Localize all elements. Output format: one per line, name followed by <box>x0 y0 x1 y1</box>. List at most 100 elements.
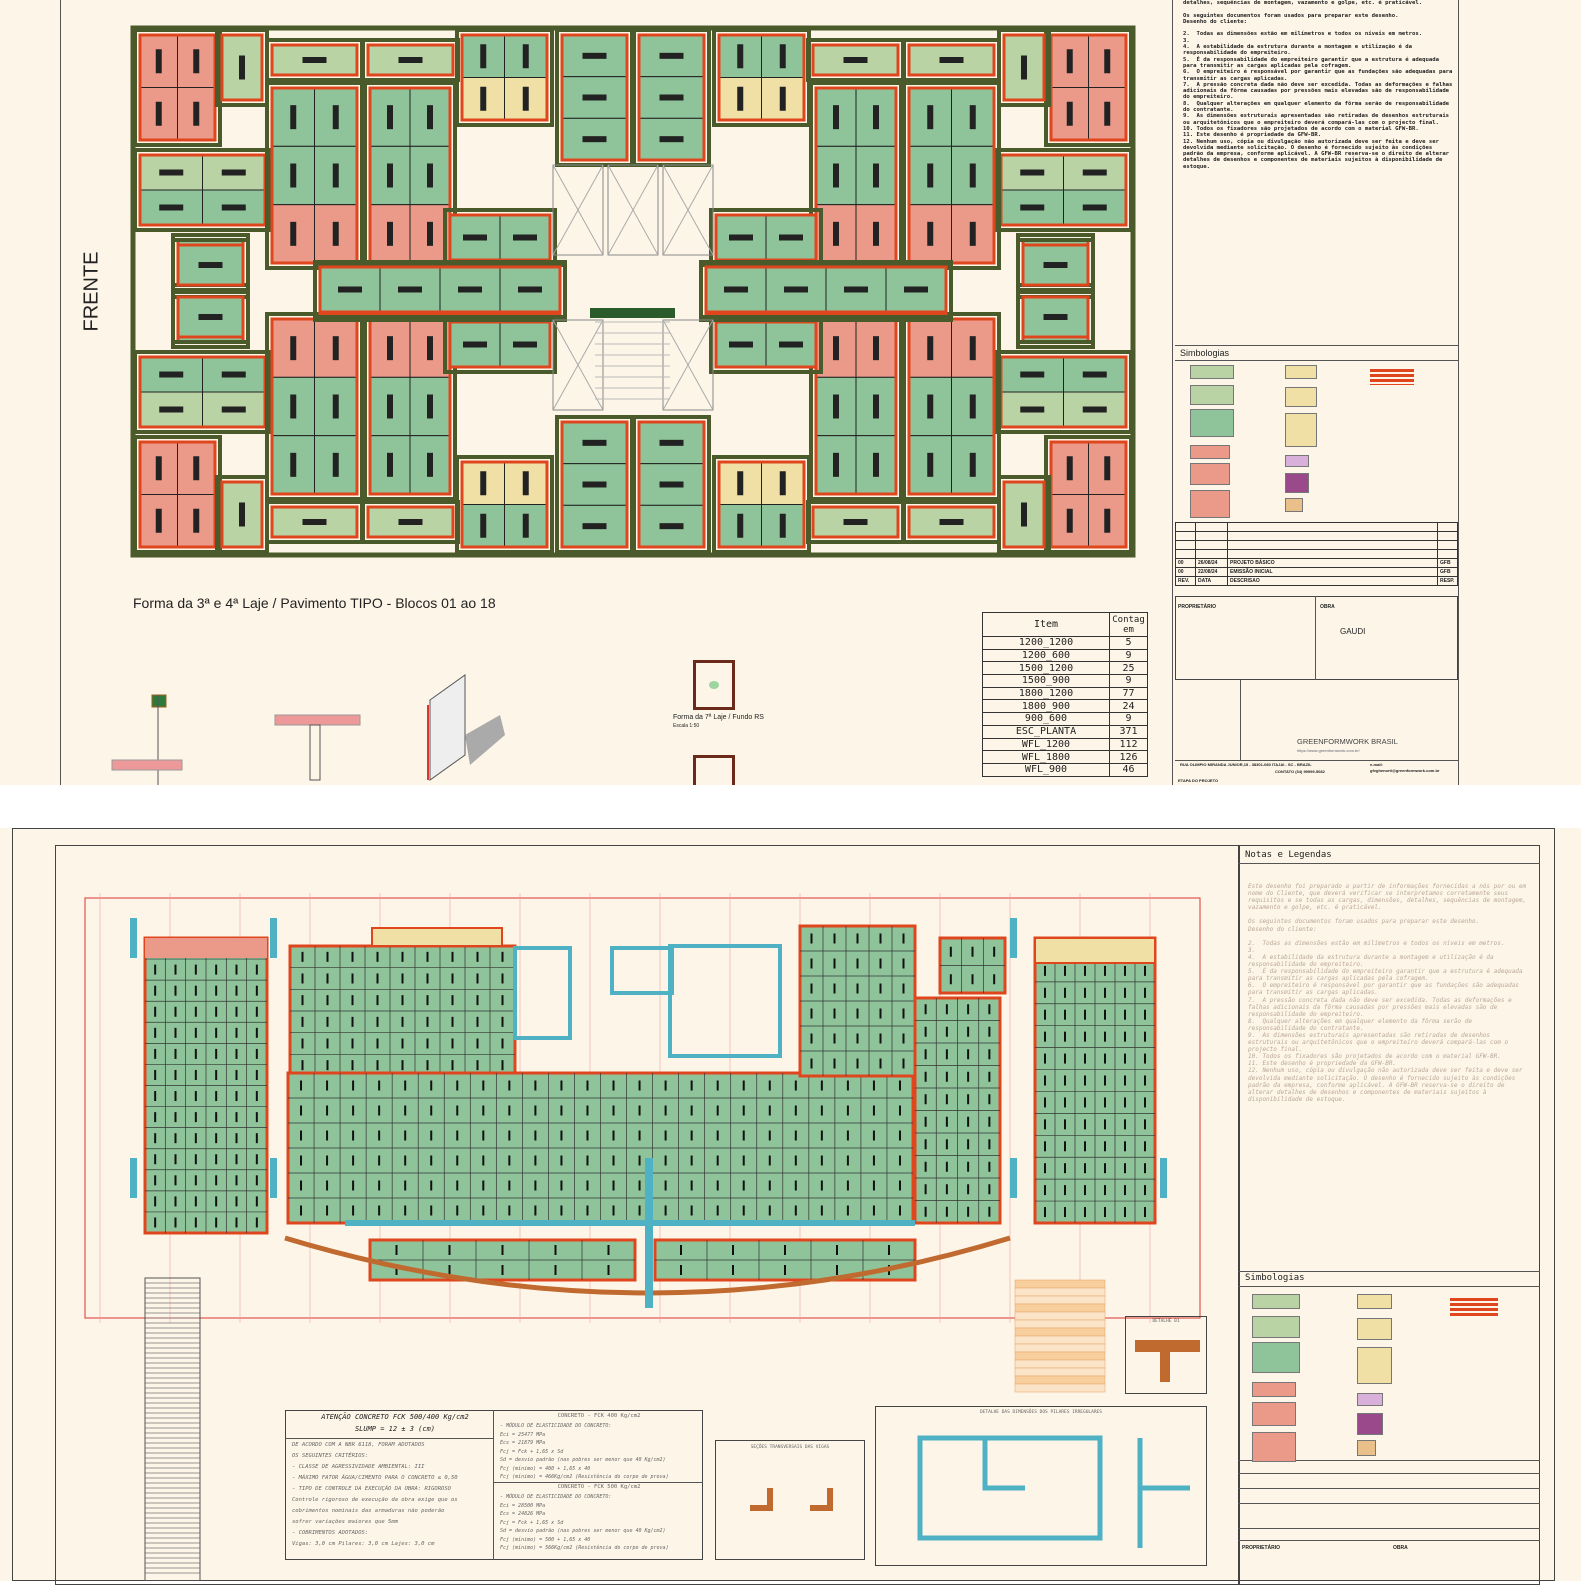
prop-mark <box>879 933 882 944</box>
prop-mark <box>967 1049 970 1060</box>
item-cell: ESC_PLANTA <box>982 724 1110 739</box>
prop-mark <box>501 1016 504 1027</box>
panel-label <box>290 163 297 188</box>
panel-edge <box>1021 243 1090 287</box>
prop-mark <box>1084 1163 1086 1174</box>
prop-mark <box>1144 1185 1146 1196</box>
prop-mark <box>476 1038 479 1049</box>
prop-mark <box>638 1105 641 1116</box>
prop-mark <box>476 951 479 962</box>
note-line: Fcj (mínimo) = 566Kg/cm2 (Resistência do… <box>500 1545 669 1551</box>
panel-label <box>659 136 684 143</box>
prop-mark <box>971 946 974 957</box>
note-line: Fcj = Fck + 1,65 x Sd <box>500 1448 564 1455</box>
prop-mark <box>1044 1075 1046 1086</box>
slab-yellow <box>1034 937 1156 964</box>
prop-mark <box>1144 1119 1146 1130</box>
panel-edge <box>1021 295 1090 339</box>
prop-mark <box>1144 1009 1146 1020</box>
floor-plan-top <box>130 25 1136 558</box>
prop-mark <box>255 985 258 996</box>
prop-mark <box>833 1008 836 1019</box>
panel-label <box>1082 371 1107 378</box>
panel-edge <box>907 43 996 77</box>
prop-mark <box>1064 1185 1066 1196</box>
note-line: Sd = desvio padrão (nas pobres ser menor… <box>500 1457 666 1463</box>
bottom-drawing-sheet: Notas e Legendas Este desenho foi prepar… <box>0 828 1581 1585</box>
shaft <box>607 164 659 256</box>
pillar <box>270 1158 277 1198</box>
prop-mark <box>255 1217 258 1228</box>
prop-mark <box>235 1112 238 1123</box>
prop-mark <box>501 973 504 984</box>
panel-label <box>290 105 297 130</box>
prop-mark <box>154 1112 157 1123</box>
prop-mark <box>301 1060 304 1071</box>
prop-mark <box>945 1094 948 1105</box>
count-cell: 5 <box>1109 636 1148 650</box>
prop-mark <box>426 995 429 1006</box>
prop-mark <box>301 1038 304 1049</box>
panel-label <box>939 57 964 63</box>
panel-label <box>193 456 200 481</box>
prop-mark <box>255 1091 258 1102</box>
prop-mark <box>255 1069 258 1080</box>
prop-mark <box>924 1206 927 1217</box>
email-label: e-mail: <box>1370 762 1383 767</box>
panel-label <box>582 52 607 59</box>
prop-mark <box>716 1180 719 1191</box>
panel-edge <box>637 33 706 162</box>
company-website[interactable]: https://www.greenformwork.com.br/ <box>1297 748 1360 753</box>
panel-label <box>513 341 537 348</box>
wall <box>1044 435 1133 554</box>
prop-mark <box>404 1155 407 1166</box>
panel-label <box>969 336 976 361</box>
prop-mark <box>664 1080 667 1091</box>
panel-label <box>155 508 162 533</box>
prop-mark <box>301 973 304 984</box>
prop-mark <box>300 1105 303 1116</box>
pillar <box>130 1158 137 1198</box>
panel-edge <box>717 460 806 549</box>
prop-mark <box>902 1058 905 1069</box>
panel-edge <box>220 480 264 549</box>
prop-mark <box>326 1080 329 1091</box>
beam-sections-title: SEÇÕES TRANSVERSAIS DAS VIGAS <box>750 1445 830 1450</box>
prop-mark <box>924 1161 927 1172</box>
prop-mark <box>501 995 504 1006</box>
panel-label <box>159 204 184 211</box>
panel-label <box>724 286 748 293</box>
panel-label <box>969 452 976 477</box>
prop-mark <box>174 1217 177 1228</box>
prop-mark <box>664 1155 667 1166</box>
panel-edge <box>366 43 455 77</box>
note-line: Ecs = 21879 MPa <box>500 1440 546 1446</box>
prop-mark <box>378 1205 381 1216</box>
prop-mark <box>235 1048 238 1059</box>
panel-label <box>427 163 433 188</box>
prop-mark <box>846 1105 849 1116</box>
prop-mark <box>194 1217 197 1228</box>
prop-mark <box>967 1094 970 1105</box>
prop-mark <box>351 1016 354 1027</box>
prop-mark <box>794 1130 797 1141</box>
prop-mark <box>945 1026 948 1037</box>
prop-mark <box>690 1105 693 1116</box>
beam <box>645 1158 653 1308</box>
note-line: Ecs = 24826 MPa <box>500 1511 546 1517</box>
prop-mark <box>924 1094 927 1105</box>
item-cell: 1800_900 <box>982 699 1110 714</box>
panel-label <box>779 234 803 241</box>
panel-label <box>582 136 607 143</box>
note-line: Fcj (mínimo) = 400 + 1,65 x 40 <box>500 1465 591 1472</box>
prop-mark <box>945 1116 948 1127</box>
prop-mark <box>768 1130 771 1141</box>
panel-label <box>969 163 976 188</box>
prop-mark <box>898 1205 901 1216</box>
prop-mark <box>1104 1207 1106 1218</box>
panel-label <box>290 394 297 419</box>
prop-mark <box>194 964 197 975</box>
